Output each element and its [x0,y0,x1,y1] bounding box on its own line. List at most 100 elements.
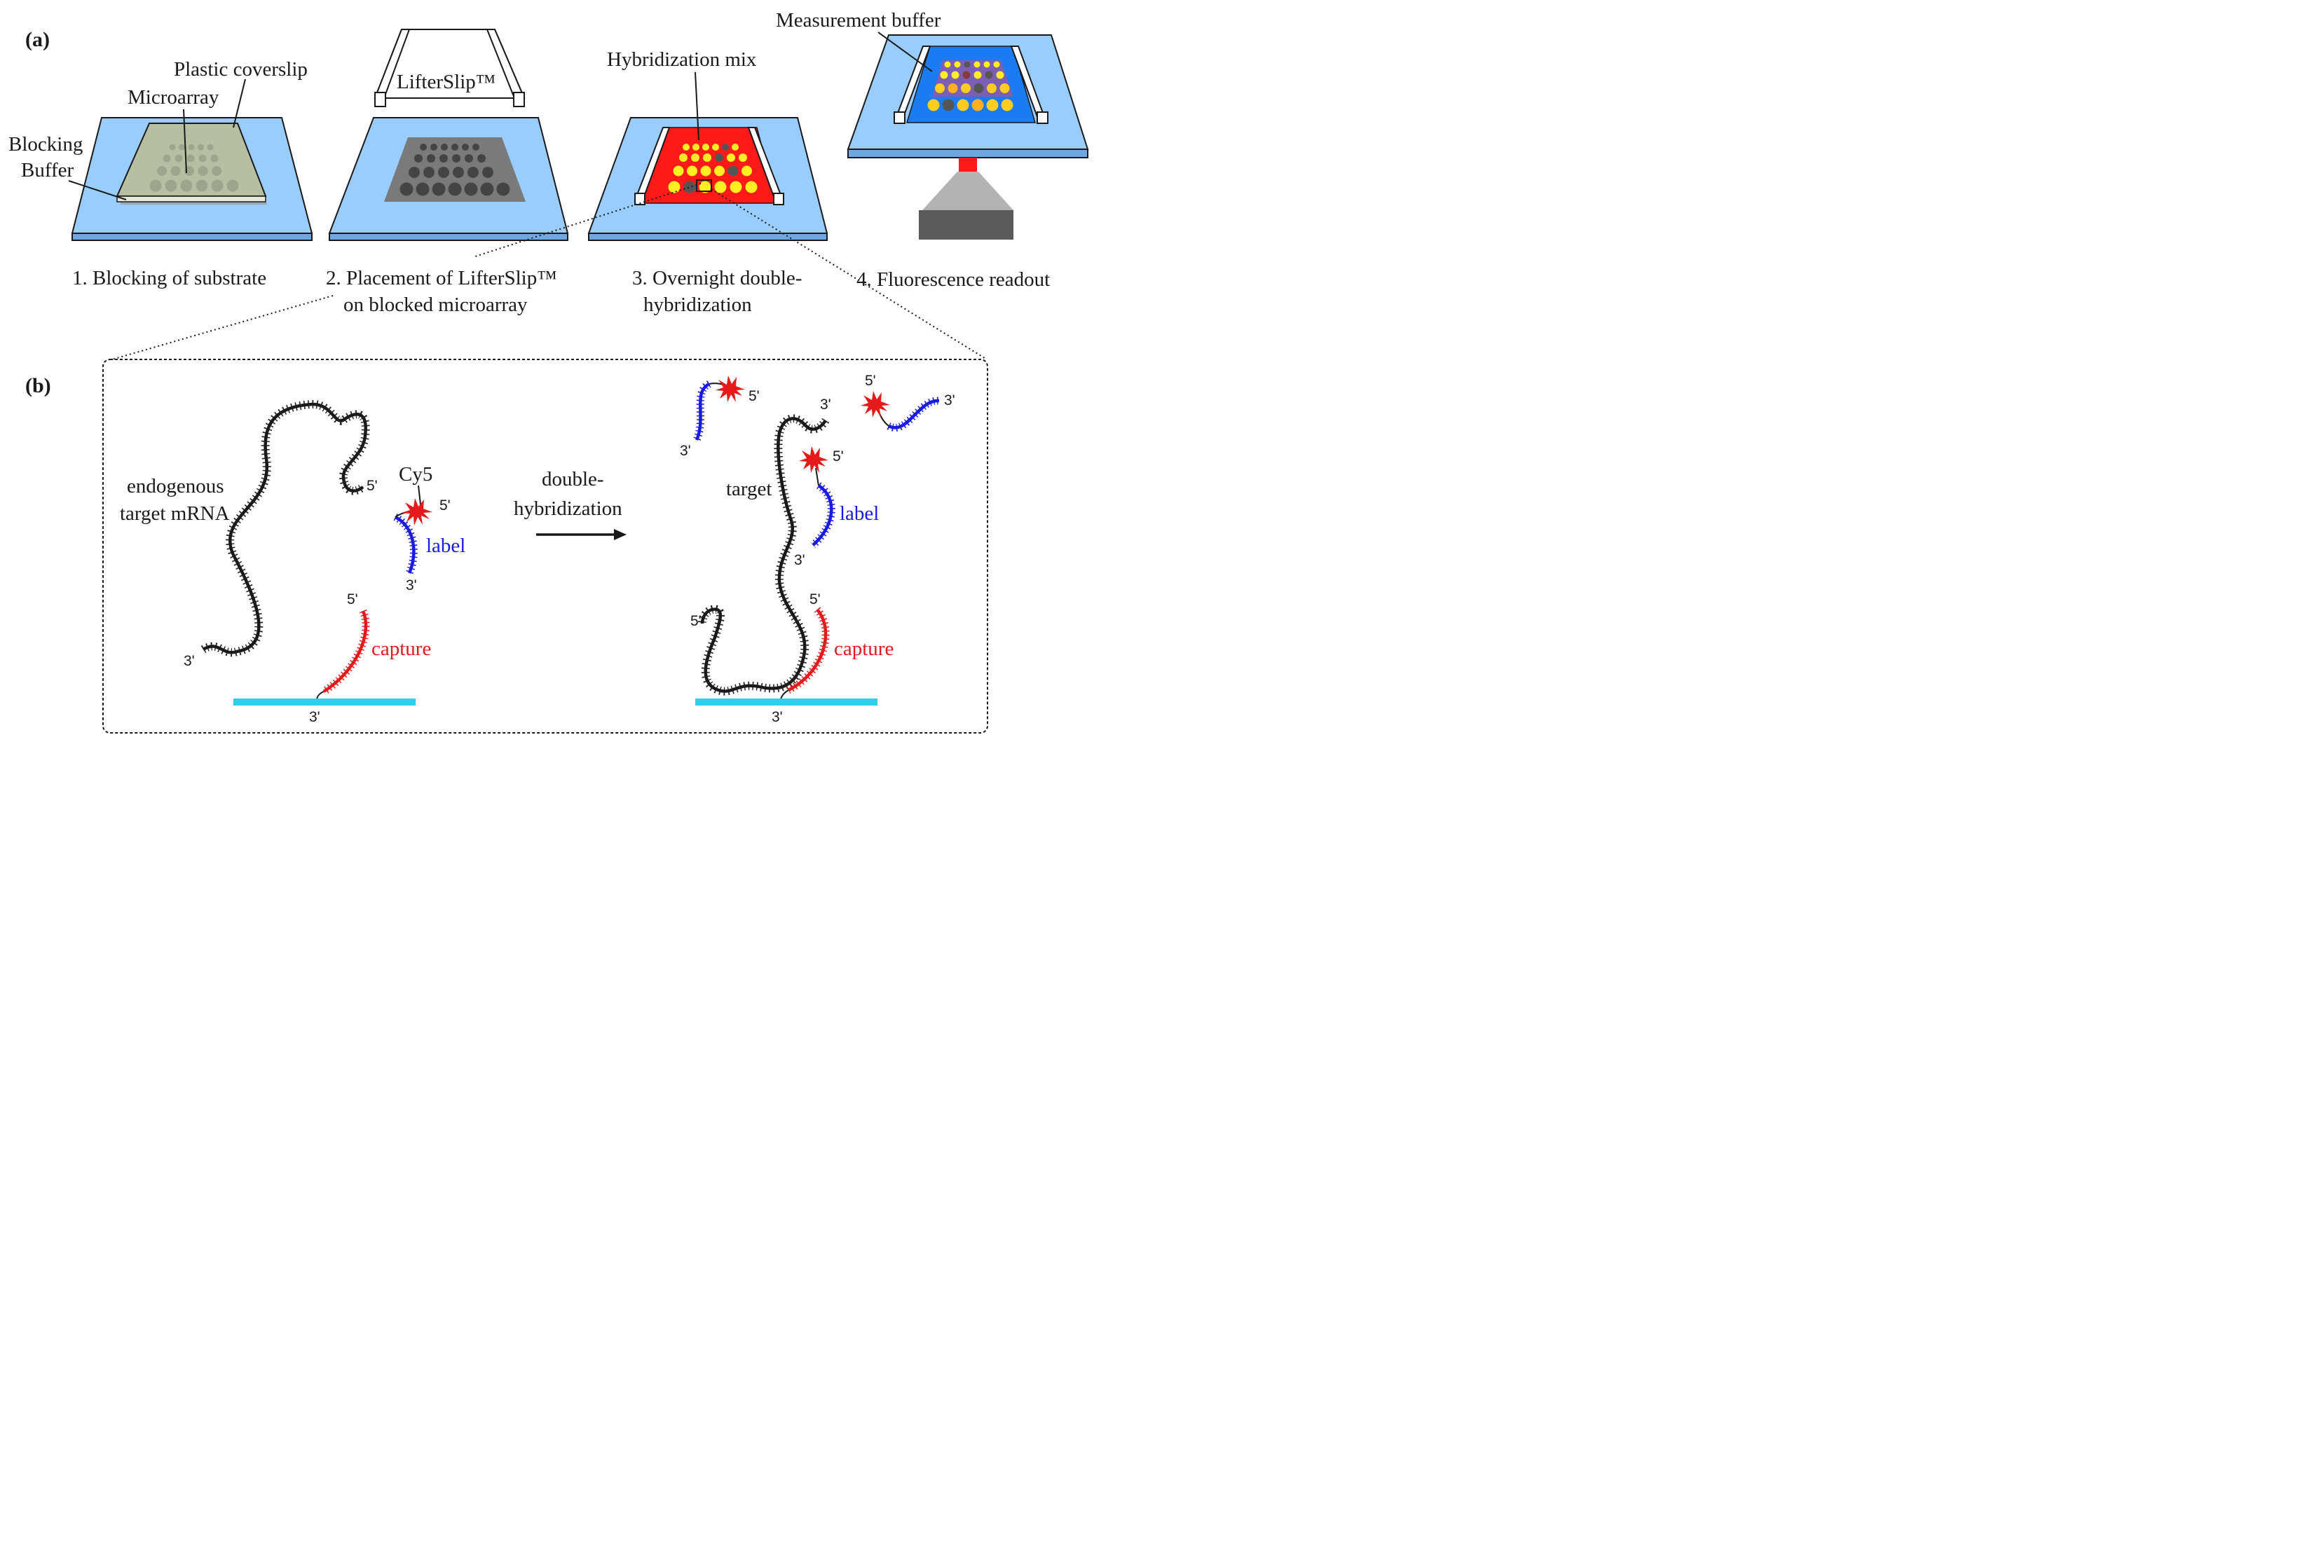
microarray-spot [409,167,420,178]
microarray-spot [702,144,709,151]
free-label1-5prime: 5' [749,388,760,404]
microarray-spot [210,154,219,163]
microarray-spot [212,166,221,176]
microarray-spot [745,181,758,193]
bound-label-3prime: 3' [794,552,805,568]
microarray-spot [927,99,940,111]
mrna-backbone [202,402,367,654]
microarray-spot [961,83,971,93]
microarray-spot [496,182,510,196]
microarray-spot [673,165,684,177]
lifterslip-right-foot [513,92,525,107]
left-molecules [200,400,432,706]
zoom-spot-box [696,179,712,192]
microarray-spot [940,71,948,79]
step2-caption-line1: 2. Placement of LifterSlip™ [326,267,557,289]
step1-caption: 1. Blocking of substrate [72,267,266,289]
microarray-spot [430,144,437,151]
microarray-leader [183,109,187,174]
step3-caption-line1: 3. Overnight double- [632,267,802,289]
step4-left-foot [894,111,905,124]
left-capture-5prime: 5' [347,591,358,607]
microarray-spot [944,61,951,68]
step2-illustration [328,29,569,241]
label-hybridization-mix: Hybridization mix [607,48,757,71]
label-measurement-buffer: Measurement buffer [776,9,941,32]
left-mrna-5prime: 5' [367,478,378,494]
microarray-spot [196,179,208,192]
step4-illustration [847,32,1089,240]
label-plastic-coverslip: Plastic coverslip [174,58,308,81]
label-lifterslip: LifterSlip™ [397,71,495,93]
hyb-mix-leader [695,71,699,141]
microarray-spot [186,154,195,163]
microarray-spot [420,144,427,151]
microarray-spot [451,144,458,151]
coverslip-front-edge [116,195,266,202]
left-capture-3prime: 3' [309,709,320,725]
zoom-line-left-upper [474,183,702,257]
step3-caption-line2: hybridization [643,294,752,316]
microarray-spot [149,179,162,192]
microarray-spot [423,167,435,178]
bound-capture-3prime: 3' [772,709,783,725]
microarray-spot [715,153,723,162]
free-label2-5prime: 5' [865,373,876,389]
microarray-spot [480,182,494,196]
microarray-spot [453,167,464,178]
label-left-label: label [426,535,465,557]
microarray-spot [472,144,479,151]
reaction-arrow-head [614,529,627,540]
step2-microarray-spots [399,144,510,196]
microarray-spot [973,71,982,79]
microarray-spot [730,181,742,193]
free-label1-cy5-icon [716,376,745,402]
microarray-spot [414,154,423,163]
mrna-ticks [200,400,370,657]
zoom-line-right [711,188,987,360]
microarray-spot [687,165,697,177]
hybridization-workflow-diagram: (a) Plastic coverslip Microarray Blockin… [8,9,1089,734]
microarray-spot [727,153,735,162]
microarray-spot [179,144,185,151]
free-label2-strand [887,399,940,429]
microarray-spot [954,61,961,68]
bound-capture-5prime: 5' [809,591,821,607]
left-capture-strand [322,610,368,693]
microarray-spot [465,154,473,163]
microarray-spot [467,167,479,178]
microarray-spot [741,165,752,177]
microarray-spot [482,167,493,178]
label-right-label: label [840,502,879,525]
microarray-spot [712,144,719,151]
bound-label-strand [812,484,833,546]
microarray-spot [163,154,171,163]
panel-b-letter: (b) [25,374,51,397]
step4-right-foot [1037,111,1048,124]
arrow-label-line2: hybridization [514,497,622,520]
step4-substrate-edge [847,149,1088,158]
microarray-spot [477,154,486,163]
microarray-spot [462,144,469,151]
free-label1-strand [695,382,711,441]
zoom-line-left-lower [111,295,334,360]
step4-caption: 4. Fluorescence readout [856,268,1050,291]
microarray-spot [732,144,739,151]
microarray-spot [739,153,747,162]
label-left-capture: capture [371,638,431,660]
left-label-strand [394,515,416,574]
target-backbone [700,417,827,693]
right-surface [695,699,877,706]
free-label1-3prime: 3' [680,443,691,459]
microarray-spot [399,182,413,196]
bound-capture-strand [787,608,828,692]
microarray-spot [427,154,435,163]
label-blocking-line2: Buffer [21,159,74,181]
step2-substrate-edge [329,233,568,241]
microarray-spot [169,144,176,151]
microarray-spot [973,83,984,93]
objective-cone [922,172,1013,210]
microarray-spot [964,61,971,68]
microarray-spot [983,61,990,68]
microarray-spot [157,166,167,176]
